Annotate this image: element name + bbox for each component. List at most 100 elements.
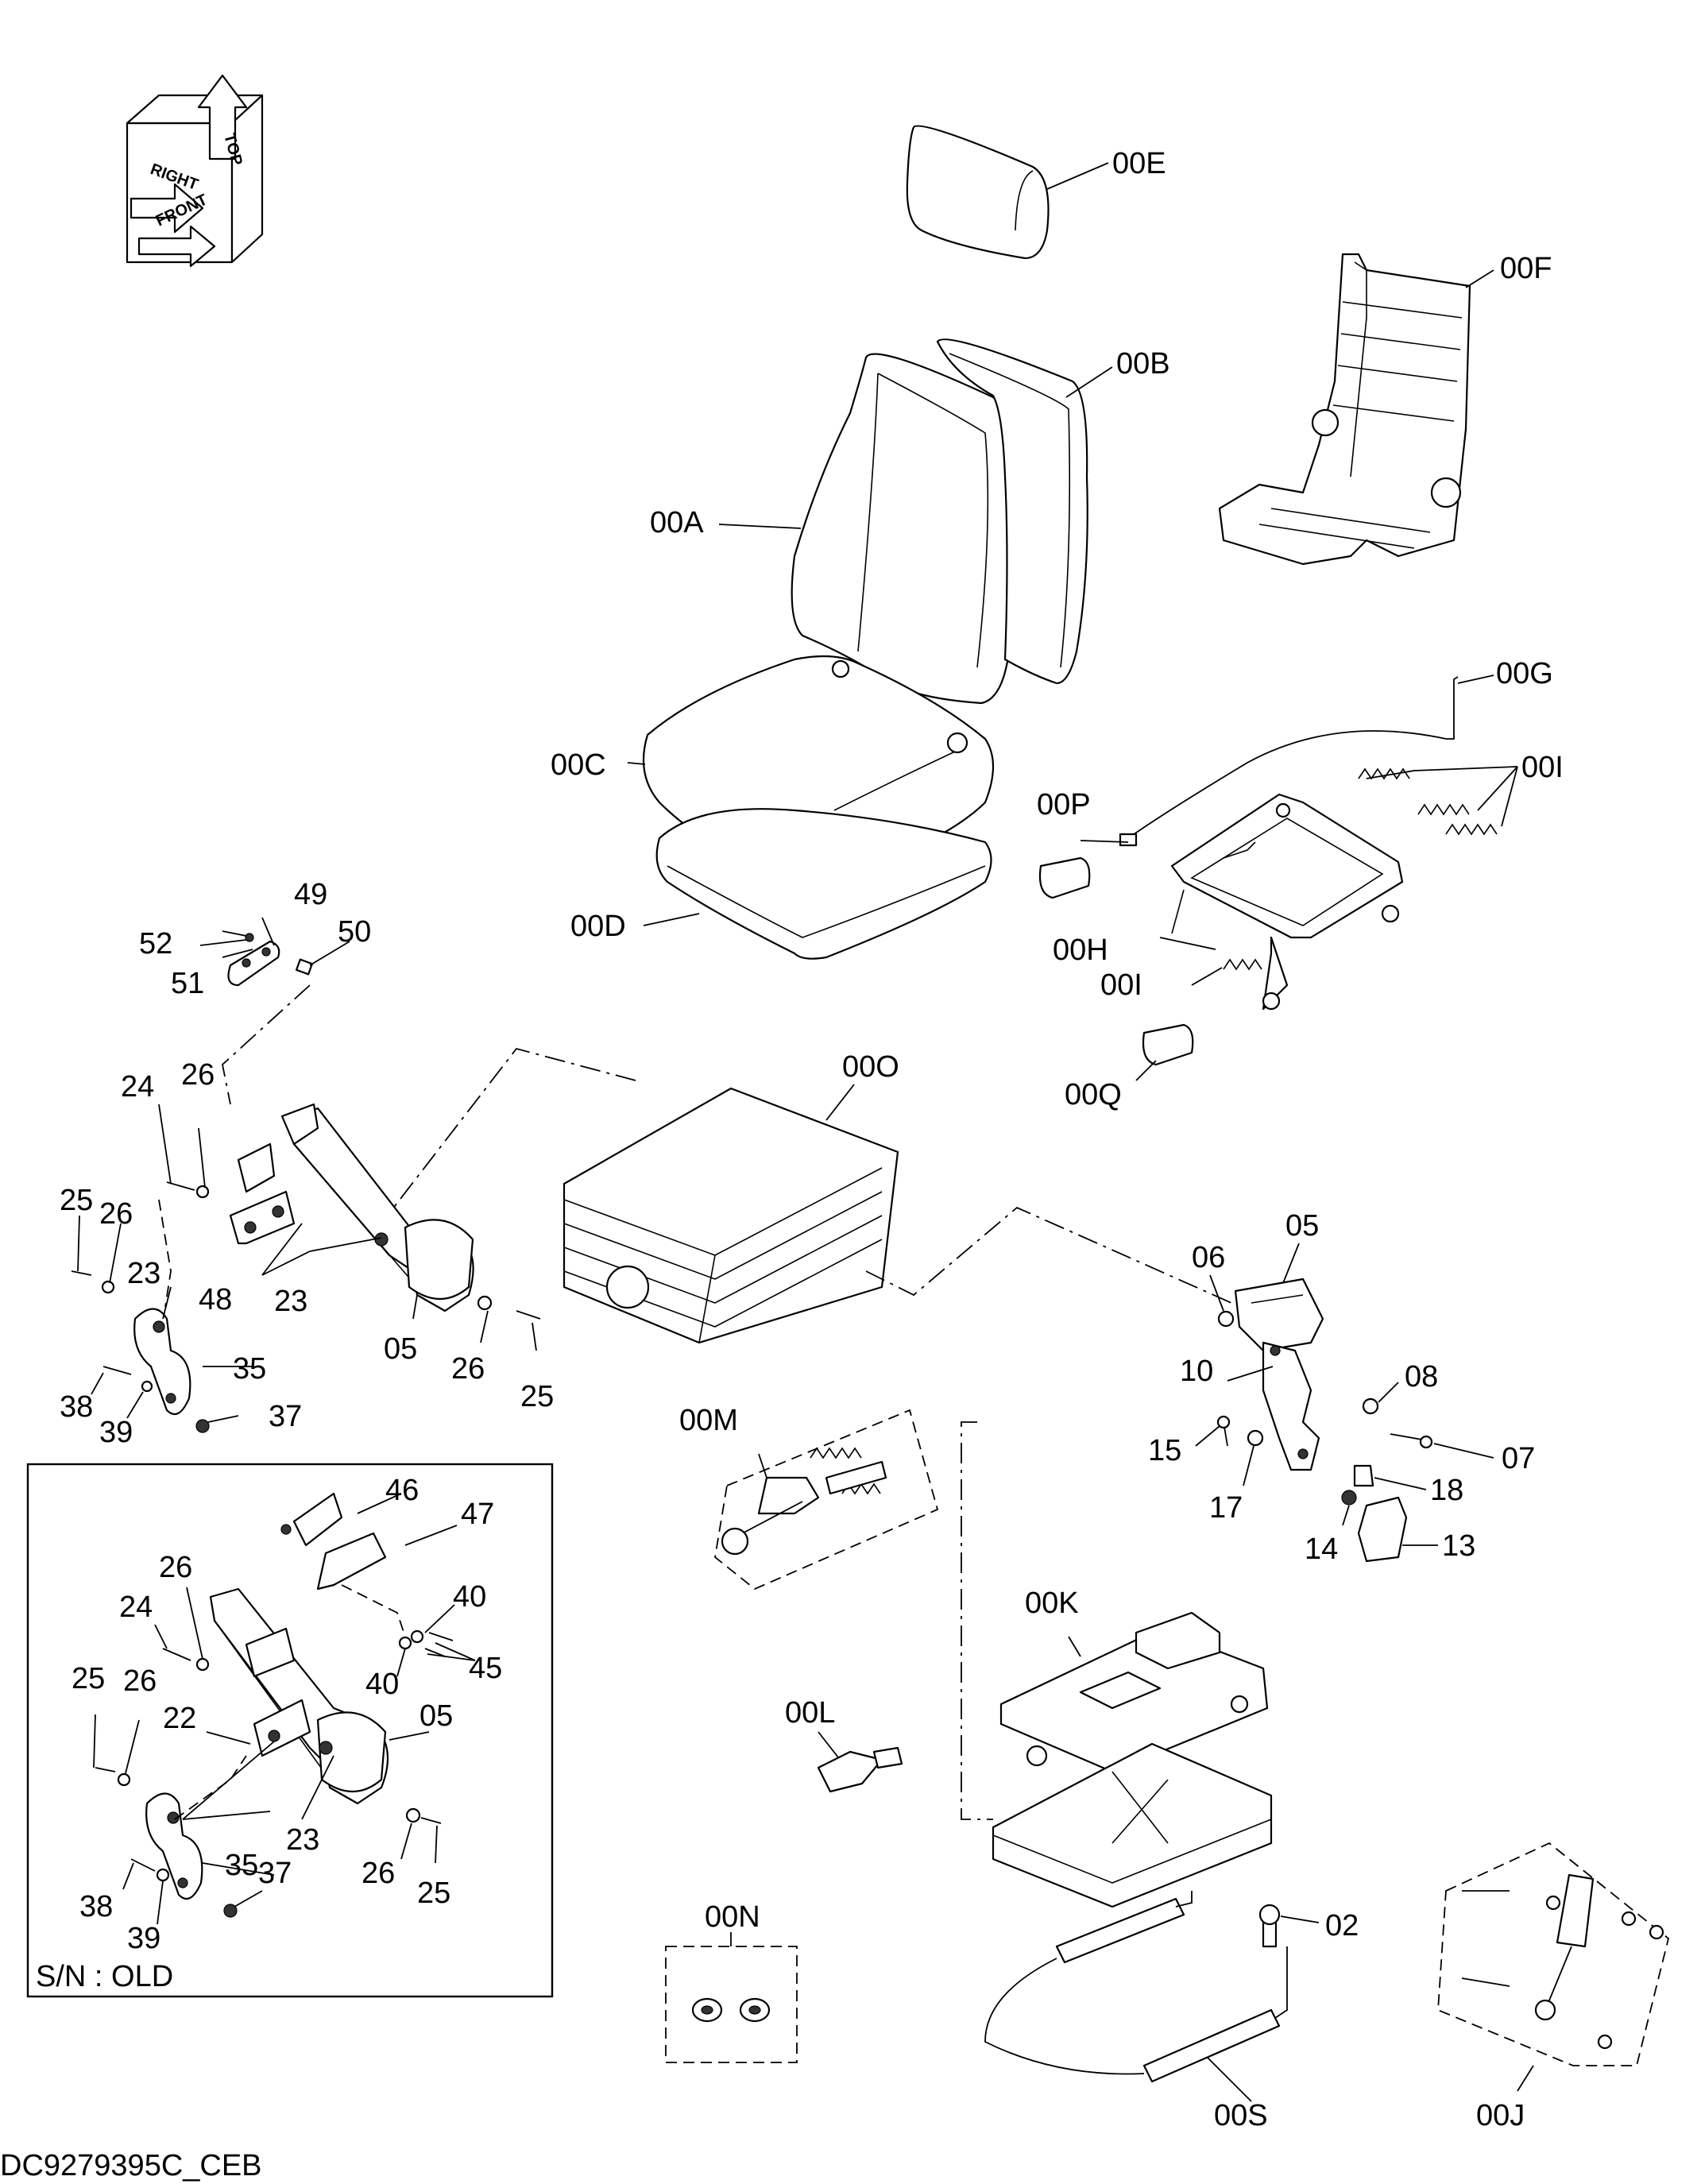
headrest xyxy=(906,125,1050,260)
callout-00I-upper: 00I xyxy=(1521,751,1564,784)
callout-49: 49 xyxy=(294,878,327,911)
bearing-icon xyxy=(691,1997,771,2023)
callout-00H: 00H xyxy=(1053,934,1108,967)
callout-24-inset: 24 xyxy=(119,1591,153,1624)
callout-52: 52 xyxy=(139,927,172,961)
seat-cushion-base xyxy=(655,808,992,960)
callout-25-upper-a: 25 xyxy=(60,1184,93,1217)
clamp-35b xyxy=(145,1792,203,1900)
callout-00O: 00O xyxy=(842,1050,899,1084)
callout-40-inset-b: 40 xyxy=(365,1668,399,1701)
bolt-18-icon xyxy=(1353,1464,1374,1487)
callout-39-inset: 39 xyxy=(127,1922,160,1955)
callout-00Q: 00Q xyxy=(1065,1078,1122,1111)
callout-35-inset: 35 xyxy=(225,1849,258,1882)
inset-frame xyxy=(26,1463,554,1998)
callout-38-inset: 38 xyxy=(79,1890,113,1923)
callout-00L: 00L xyxy=(785,1696,835,1730)
bolt-25a-icon xyxy=(71,1270,92,1276)
callout-50: 50 xyxy=(338,915,371,949)
washer-06-icon xyxy=(1217,1310,1235,1328)
callout-23-upper-b: 23 xyxy=(274,1285,307,1318)
belt-adjuster-49 xyxy=(227,940,314,987)
callout-38-upper: 38 xyxy=(60,1390,93,1424)
callout-26-inset-c: 26 xyxy=(361,1857,395,1890)
callout-00M: 00M xyxy=(679,1404,738,1437)
bracket-13 xyxy=(1357,1496,1408,1563)
bolt-02-icon xyxy=(1258,1904,1281,1948)
seat-back-frame xyxy=(936,338,1088,685)
callout-47: 47 xyxy=(461,1498,494,1531)
belt-upper-left xyxy=(280,1103,474,1312)
callout-35-upper: 35 xyxy=(233,1352,266,1386)
callout-00N: 00N xyxy=(705,1900,760,1934)
damper-00J xyxy=(1461,1873,1664,2050)
callout-37-inset: 37 xyxy=(258,1857,292,1890)
callout-02: 02 xyxy=(1325,1909,1359,1942)
washer-08-icon xyxy=(1362,1397,1379,1415)
scissor-base-00K xyxy=(992,1611,1273,1908)
callout-00E: 00E xyxy=(1112,147,1166,180)
bolt-25c-icon xyxy=(95,1767,116,1772)
washer-17-icon xyxy=(1247,1429,1264,1447)
bolt-24a-icon xyxy=(166,1181,210,1199)
callout-25-inset-b: 25 xyxy=(417,1877,450,1910)
callout-08: 08 xyxy=(1405,1360,1438,1394)
callout-37-upper: 37 xyxy=(269,1400,302,1433)
callout-00G: 00G xyxy=(1496,657,1553,690)
bolt-24b-icon xyxy=(162,1648,210,1672)
callout-00K: 00K xyxy=(1025,1587,1079,1620)
callout-22: 22 xyxy=(163,1702,196,1735)
callout-00P: 00P xyxy=(1037,788,1091,821)
bolt-15-icon xyxy=(1216,1415,1231,1447)
suspension-linkage xyxy=(1170,793,1404,1011)
callout-00B: 00B xyxy=(1116,347,1170,381)
callout-15: 15 xyxy=(1148,1434,1181,1467)
knob-00Q xyxy=(1142,1023,1194,1066)
callout-07: 07 xyxy=(1502,1442,1535,1475)
bracket-48 xyxy=(229,1142,389,1247)
callout-25-upper-b: 25 xyxy=(520,1380,554,1413)
callout-24-upper: 24 xyxy=(121,1070,154,1104)
hose-assembly-00S xyxy=(984,1891,1288,2083)
callout-05-right: 05 xyxy=(1285,1209,1319,1243)
callout-26-inset-a: 26 xyxy=(159,1551,192,1584)
cylinder-assembly-00M xyxy=(721,1447,887,1556)
belt-right-strap-10 xyxy=(1262,1341,1320,1471)
nut-14-icon xyxy=(1341,1490,1357,1506)
callout-00A: 00A xyxy=(650,506,704,539)
knob-00P xyxy=(1038,856,1091,899)
drawing-id: DC9279395C_CEB xyxy=(0,2149,262,2182)
seat-back-cushion xyxy=(791,353,1019,705)
callout-18: 18 xyxy=(1430,1474,1463,1507)
bolt-25b-icon xyxy=(516,1310,541,1320)
callout-46: 46 xyxy=(385,1474,419,1507)
orientation-cube-icon: RIGHT TOP FRONT xyxy=(126,74,264,268)
callout-48: 48 xyxy=(199,1283,232,1316)
callout-40-inset-a: 40 xyxy=(453,1580,486,1614)
callout-14: 14 xyxy=(1305,1533,1338,1566)
bolt-38b-icon xyxy=(130,1858,156,1872)
bolt-52-icon xyxy=(222,930,254,942)
bolt-45-icon xyxy=(398,1629,454,1657)
callout-00I-lower: 00I xyxy=(1100,968,1142,1002)
callout-10: 10 xyxy=(1180,1355,1213,1388)
callout-06: 06 xyxy=(1192,1241,1225,1274)
belt-inset-left xyxy=(209,1492,389,1805)
callout-39-upper: 39 xyxy=(99,1416,133,1449)
callout-23-upper-a: 23 xyxy=(127,1257,160,1290)
callout-26-upper-c: 26 xyxy=(451,1352,485,1386)
callout-13: 13 xyxy=(1442,1529,1475,1563)
callout-17: 17 xyxy=(1209,1491,1243,1525)
inset-caption: S/N : OLD xyxy=(36,1960,173,1993)
bolt-25d-icon xyxy=(420,1817,442,1824)
callout-00D: 00D xyxy=(570,910,626,943)
callout-26-inset-b: 26 xyxy=(123,1664,157,1698)
callout-45: 45 xyxy=(469,1652,502,1685)
callout-00J: 00J xyxy=(1476,2099,1525,2132)
air-suspension-unit xyxy=(562,1087,899,1344)
seat-frame xyxy=(1218,253,1471,566)
callout-00F: 00F xyxy=(1500,252,1552,285)
callout-26-upper-a: 26 xyxy=(181,1058,215,1092)
callout-23-inset: 23 xyxy=(286,1823,319,1857)
